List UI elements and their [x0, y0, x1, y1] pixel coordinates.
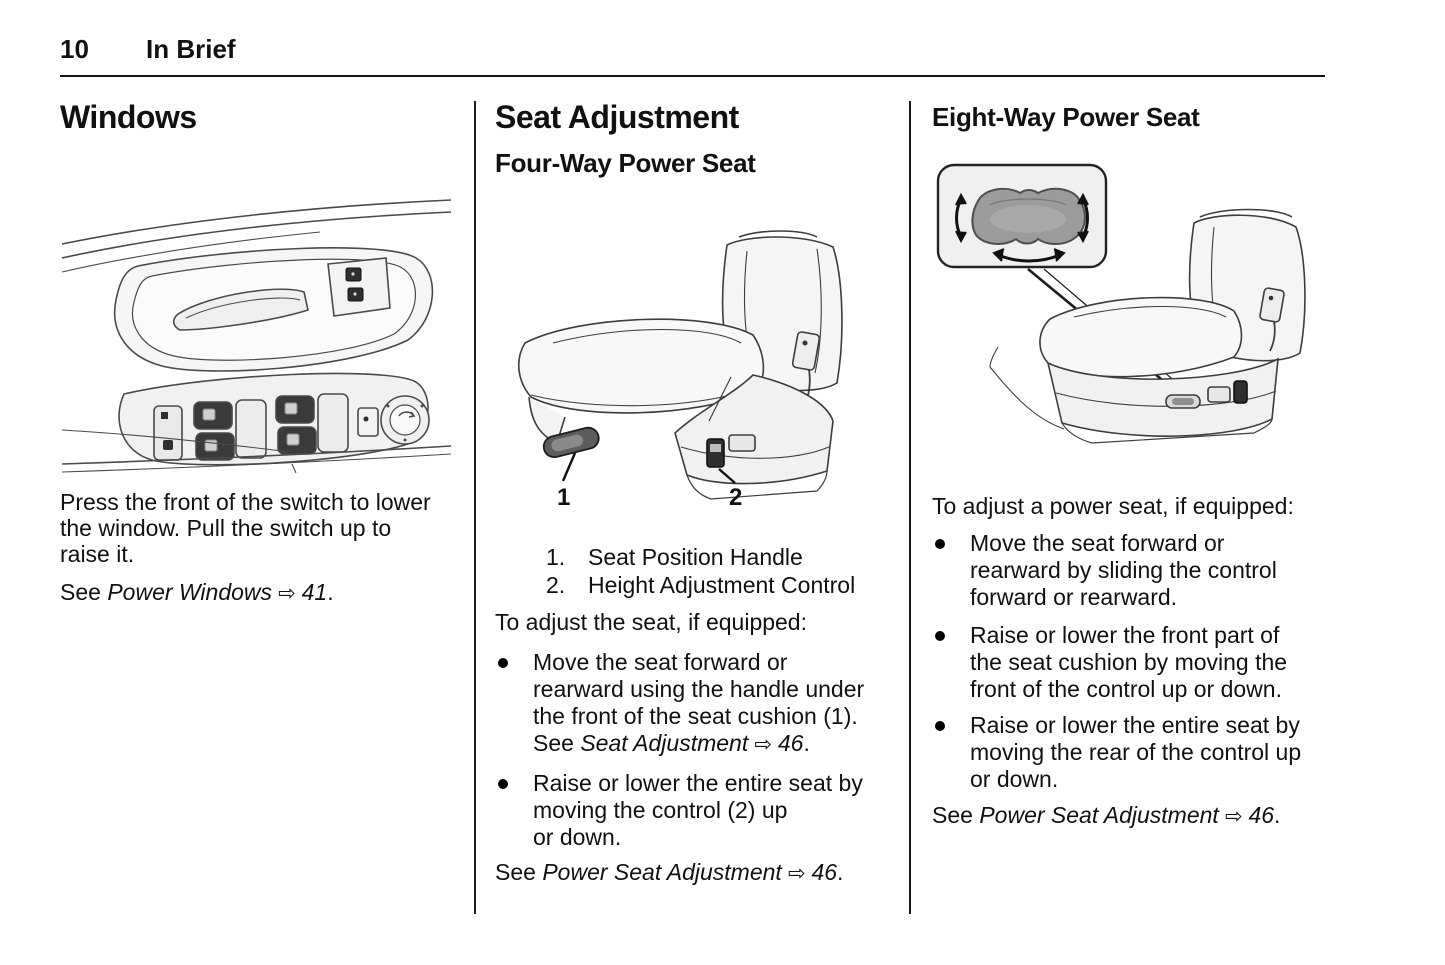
column-divider	[455, 99, 495, 914]
windows-heading: Windows	[60, 99, 197, 135]
key-list-item: 1. Seat Position Handle	[546, 544, 803, 570]
xref-page: 46	[811, 859, 838, 885]
seat-control-inset	[936, 163, 1108, 269]
four-way-cross-reference: See Power Seat Adjustment⇨46.	[495, 859, 844, 885]
eight-way-intro: To adjust a power seat, if equipped:	[932, 493, 1294, 519]
page-number: 10	[60, 34, 89, 64]
xref-page: 46	[1248, 802, 1275, 828]
eight-way-cross-reference: See Power Seat Adjustment⇨46.	[932, 802, 1281, 828]
seatbelt-buckle	[1259, 287, 1285, 352]
door-panel-figure	[60, 168, 455, 473]
xref-arrow-icon: ⇨	[278, 581, 296, 605]
four-way-bullet-list: Move the seat forward or rearward using …	[495, 649, 890, 851]
seat-adjustment-heading: Seat Adjustment	[495, 99, 739, 135]
columns: Windows	[60, 99, 1325, 914]
xref-target: Seat Adjustment	[580, 730, 749, 756]
bullet-item: Move the seat forward or rearward by sli…	[932, 530, 1325, 611]
control-arrow-up-down-left	[955, 192, 967, 244]
control-arrow-up-down-right	[1077, 192, 1089, 244]
door-sill-line	[61, 199, 452, 245]
four-way-intro: To adjust the seat, if equipped:	[495, 609, 807, 635]
column-windows: Windows	[60, 99, 455, 886]
eight-way-seat-figure	[932, 161, 1325, 481]
mirror-control-knob	[380, 395, 430, 445]
eight-way-seat-illustration	[936, 163, 1306, 444]
xref-arrow-icon: ⇨	[1224, 804, 1243, 828]
four-way-seat-figure: 1 2	[495, 225, 890, 510]
four-way-key-list: 1. Seat Position Handle 2. Height Adjust…	[495, 543, 890, 599]
eight-way-heading: Eight-Way Power Seat	[932, 102, 1200, 132]
xref-arrow-icon: ⇨	[754, 732, 772, 756]
key-list-item: 2. Height Adjustment Control	[546, 572, 856, 598]
running-header: 10 In Brief	[60, 34, 1325, 77]
four-way-seat-illustration: 1 2	[518, 230, 843, 510]
bullet-item: Raise or lower the entire seat by moving…	[932, 712, 1325, 793]
control-arrow-fore-aft	[992, 248, 1066, 263]
windows-paragraph: Press the front of the switch to lower t…	[60, 489, 431, 567]
xref-target: Power Seat Adjustment	[542, 859, 782, 885]
bullet-item: Move the seat forward or rearward using …	[495, 649, 890, 758]
bullet-item: Raise or lower the entire seat by moving…	[495, 770, 890, 851]
xref-target: Power Seat Adjustment	[979, 802, 1219, 828]
section-title: In Brief	[146, 34, 236, 64]
door-lock-buttons	[327, 257, 391, 317]
callout-2-label: 2	[729, 484, 742, 510]
door-panel-illustration	[61, 199, 452, 473]
xref-page: 46	[777, 730, 804, 756]
mirror-select-switch	[357, 407, 379, 437]
bullet-item: Raise or lower the front part of the sea…	[932, 622, 1325, 703]
callout-1-label: 1	[557, 484, 570, 510]
seat-position-handle	[542, 426, 600, 459]
xref-arrow-icon: ⇨	[787, 861, 806, 885]
column-seat-adjustment: Seat Adjustment Four-Way Power Seat	[495, 99, 890, 886]
eight-way-bullet-list: Move the seat forward or rearward by sli…	[932, 530, 1325, 793]
power-lock-switch	[153, 405, 183, 461]
column-divider	[890, 99, 932, 914]
height-adjustment-control	[706, 434, 756, 468]
power-seat-control	[1165, 380, 1248, 409]
windows-cross-reference: See Power Windows⇨41.	[60, 579, 334, 605]
column-eight-way: Eight-Way Power Seat	[932, 99, 1325, 886]
window-switches	[193, 393, 349, 461]
xref-page: 41	[301, 579, 328, 605]
four-way-subheading: Four-Way Power Seat	[495, 148, 756, 178]
xref-target: Power Windows	[107, 579, 273, 605]
